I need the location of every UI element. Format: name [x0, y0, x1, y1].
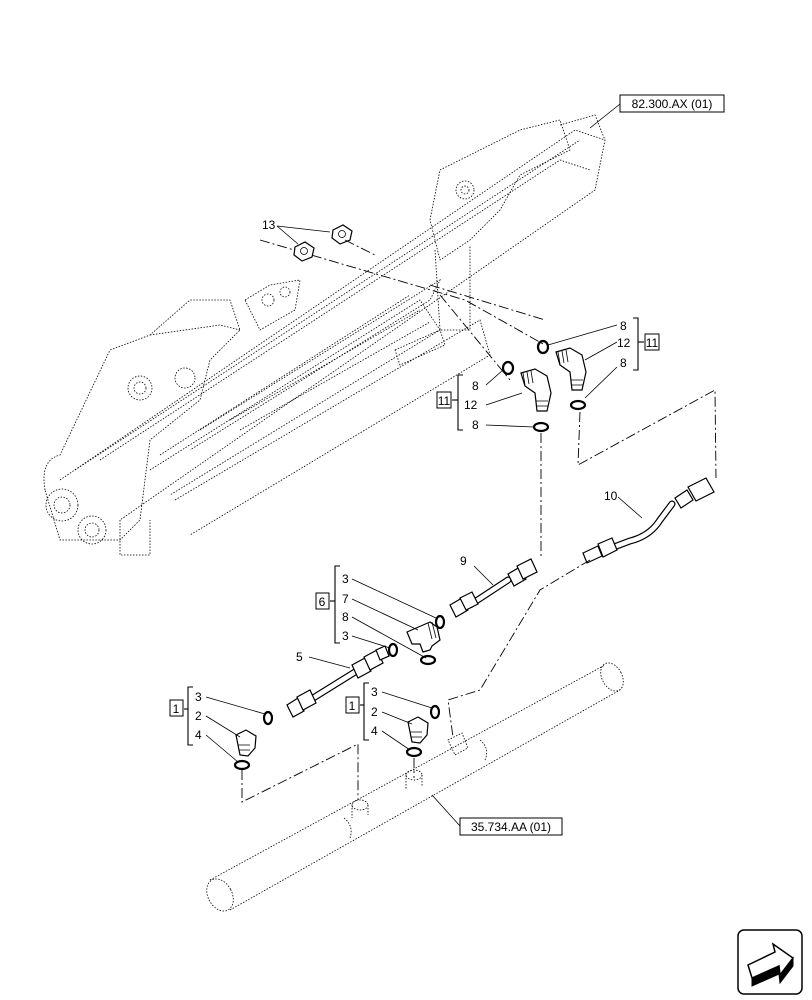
hydraulic-cylinder: [206, 662, 624, 912]
nut-13-group: 13: [262, 218, 376, 262]
tee-fitting-group: 3 7 8 3 6: [315, 565, 446, 666]
next-page-arrow-icon[interactable]: [737, 929, 803, 995]
callout-left-12: 12: [464, 398, 478, 412]
callout-right-8b: 8: [620, 356, 627, 370]
fitting-group-lower-mid: 3 2 4 1: [345, 682, 441, 758]
hose-9: 9: [449, 554, 538, 618]
group-box-right: 11: [646, 336, 659, 350]
callout-5: 5: [296, 650, 303, 664]
callout-ll-3: 3: [195, 690, 202, 704]
callout-left-8b: 8: [472, 418, 479, 432]
callout-tee-7: 7: [342, 592, 349, 606]
hose-10: 10: [582, 477, 715, 564]
callout-9: 9: [460, 554, 467, 568]
group-box-lower-mid: 1: [349, 699, 356, 713]
callout-10: 10: [604, 489, 618, 503]
group-box-left: 11: [438, 394, 451, 408]
callout-lm-4: 4: [371, 724, 378, 738]
group-box-lower-left: 1: [173, 702, 180, 716]
reference-bottom-label: 35.734.AA (01): [471, 820, 551, 834]
callout-tee-8: 8: [342, 610, 349, 624]
reference-top-label: 82.300.AX (01): [632, 97, 713, 111]
callout-tee-3a: 3: [342, 572, 349, 586]
fitting-group-lower-left: 3 2 4 1: [169, 686, 274, 771]
callout-right-12: 12: [617, 336, 631, 350]
callout-ll-2: 2: [195, 709, 202, 723]
callout-lm-2: 2: [371, 705, 378, 719]
reference-top[interactable]: 82.300.AX (01): [589, 94, 725, 129]
boom-frame: [43, 114, 606, 556]
callout-lm-3: 3: [371, 685, 378, 699]
callout-13: 13: [262, 218, 276, 232]
callout-tee-3b: 3: [342, 629, 349, 643]
hose-5: 5: [286, 645, 390, 718]
group-box-tee: 6: [319, 595, 326, 609]
callout-right-8a: 8: [620, 319, 627, 333]
reference-bottom[interactable]: 35.734.AA (01): [431, 794, 563, 836]
fitting-group-left: 8 12 8 11: [436, 360, 552, 433]
callout-ll-4: 4: [195, 728, 202, 742]
callout-left-8a: 8: [472, 379, 479, 393]
fitting-group-right: 8 12 8 11: [536, 317, 660, 411]
